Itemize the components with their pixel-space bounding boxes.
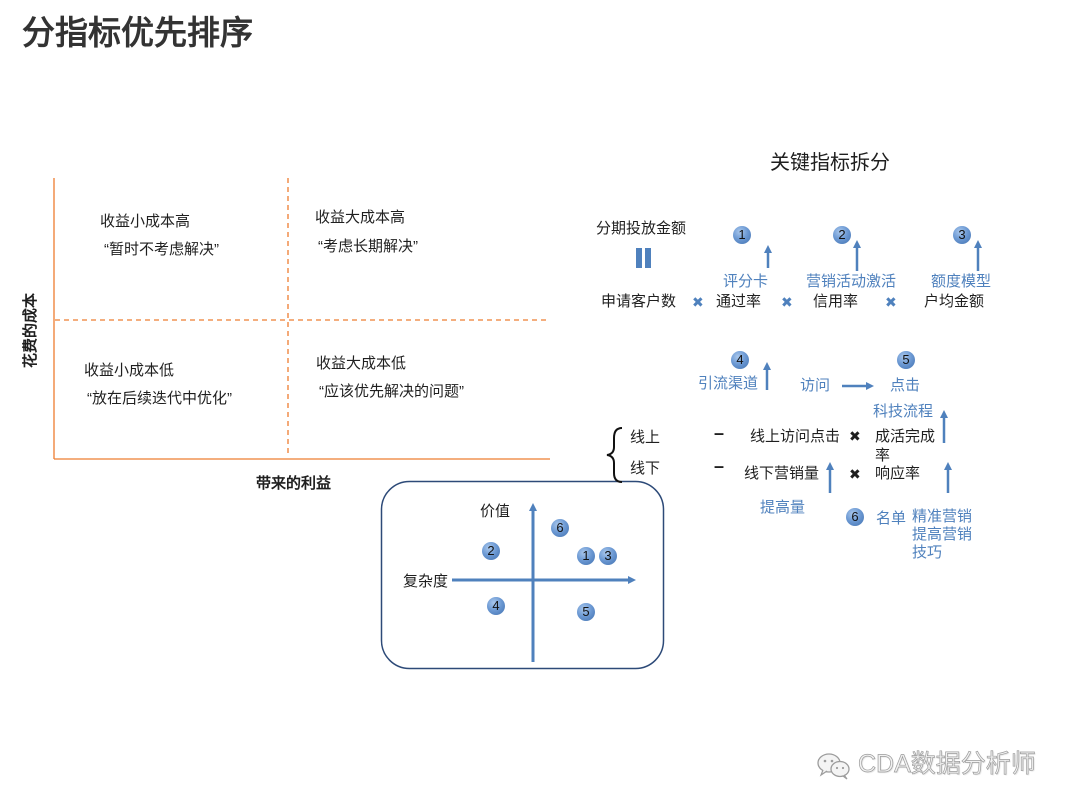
channel-offline-label: 线下 [630, 460, 661, 477]
equals-bar-left [636, 248, 642, 268]
lever-label-credit-model: 额度模型 [931, 273, 992, 290]
tactic-line-3: 技巧 [912, 544, 943, 561]
quadrant-bottom-right-note: “应该优先解决的问题” [319, 383, 464, 400]
equals-bar-right [645, 248, 651, 268]
priority-complexity-label: 复杂度 [403, 573, 449, 590]
list-num-6: 6 [846, 508, 864, 526]
priority-point-6: 6 [551, 519, 569, 537]
page-title: 分指标优先排序 [22, 14, 253, 51]
channel-num-4: 4 [731, 351, 749, 369]
quadrant-top-left-note: “暂时不考虑解决” [104, 241, 219, 258]
priority-map-frame [380, 480, 665, 670]
channel-brace [606, 427, 623, 483]
priority-value-label: 价值 [480, 503, 511, 520]
wechat-bubble-small-tail [842, 774, 848, 780]
wechat-eye [841, 766, 845, 770]
traffic-click-label: 点击 [890, 377, 921, 394]
online-rate-line-1: 成活完成 [875, 428, 936, 445]
offline-rate: 响应率 [875, 465, 921, 482]
priority-point-3: 3 [599, 547, 617, 565]
priority-point-1: 1 [577, 547, 595, 565]
multiply-icon: ✖ [885, 294, 897, 310]
lever-num-2: 2 [833, 226, 851, 244]
quadrant-bottom-right-heading: 收益大成本低 [316, 355, 407, 372]
quadrant-bottom-left-heading: 收益小成本低 [84, 362, 175, 379]
minus-icon: – [714, 423, 725, 443]
tactic-line-1: 精准营销 [912, 508, 973, 525]
priority-point-5: 5 [577, 603, 595, 621]
offline-boost-label: 提高量 [760, 499, 806, 516]
wechat-eye [830, 759, 834, 763]
watermark-text: CDA数据分析师 [858, 750, 1036, 779]
lever-label-marketing: 营销活动激活 [806, 273, 897, 290]
factor-avg-amount: 户均金额 [924, 293, 985, 310]
traffic-visit-label: 访问 [800, 377, 831, 394]
quadrant-bottom-left-note: “放在后续迭代中优化” [87, 390, 232, 407]
traffic-channel-label: 引流渠道 [698, 375, 759, 392]
multiply-icon: ✖ [849, 466, 861, 482]
lever-num-1: 1 [733, 226, 751, 244]
wechat-bubble-large-tail [819, 769, 828, 777]
lever-label-scorecard: 评分卡 [723, 273, 769, 290]
offline-metric: 线下营销量 [744, 465, 820, 482]
quadrant-top-right-heading: 收益大成本高 [315, 209, 406, 226]
wechat-bubble-small [830, 760, 850, 778]
factor-applicants: 申请客户数 [601, 293, 677, 310]
wechat-icon [817, 753, 850, 780]
lever-num-3: 3 [953, 226, 971, 244]
factor-approval-rate: 通过率 [716, 293, 762, 310]
breakdown-title: 关键指标拆分 [770, 152, 890, 174]
quadrant-top-left-heading: 收益小成本高 [100, 213, 191, 230]
online-rate-line-2: 率 [875, 447, 891, 464]
multiply-icon: ✖ [692, 294, 704, 310]
channel-online-label: 线上 [630, 429, 661, 446]
multiply-icon: ✖ [849, 428, 861, 444]
click-num-5: 5 [897, 351, 915, 369]
matrix-x-axis-label: 带来的利益 [256, 475, 332, 492]
online-metric: 线上访问点击 [750, 428, 841, 445]
priority-point-2: 2 [482, 542, 500, 560]
minus-icon: – [714, 456, 725, 476]
list-label: 名单 [876, 510, 907, 527]
breakdown-target: 分期投放金额 [596, 220, 687, 237]
tech-process-label: 科技流程 [873, 403, 934, 420]
tactic-line-2: 提高营销 [912, 526, 973, 543]
multiply-icon: ✖ [781, 294, 793, 310]
wechat-eye [835, 766, 839, 770]
priority-point-4: 4 [487, 597, 505, 615]
wechat-eye [823, 759, 827, 763]
factor-credit-rate: 信用率 [813, 293, 859, 310]
quadrant-top-right-note: “考虑长期解决” [318, 238, 418, 255]
